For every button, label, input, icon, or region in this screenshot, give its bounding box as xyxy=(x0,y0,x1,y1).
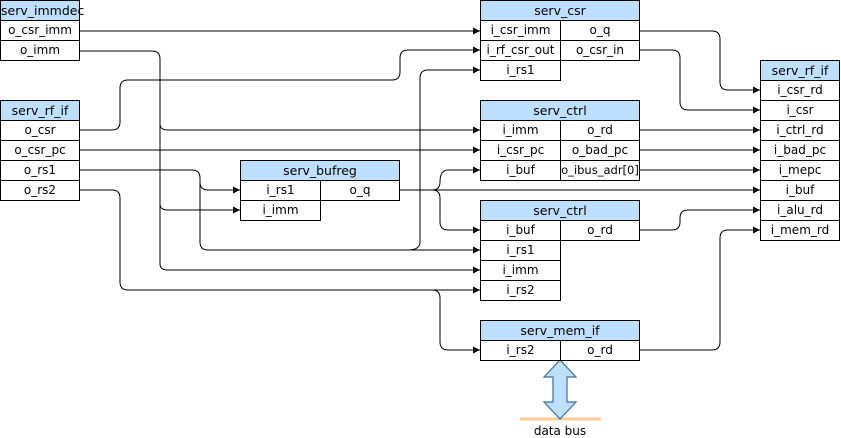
wire-csr-q xyxy=(640,30,760,94)
wire-rs1-to-csr xyxy=(407,66,480,251)
port-ctrl2-i-rs2: i_rs2 xyxy=(480,280,561,301)
wire-rs2-to-mem xyxy=(431,289,480,354)
port-bufreg-o-q: o_q xyxy=(320,180,400,201)
wire-rs1-fanout xyxy=(80,169,480,254)
port-ctrl1-o-ibus-adr: o_ibus_adr[0] xyxy=(560,160,640,181)
wire-rf-csr-out xyxy=(80,46,480,131)
wire-q-to-ctrl1 xyxy=(431,166,480,191)
port-csr-i-rf-csr-out: i_rf_csr_out xyxy=(480,40,561,61)
wire-imm-to-ctrl xyxy=(159,123,480,134)
port-bufreg-i-rs1: i_rs1 xyxy=(240,180,321,201)
serv-csr-block: serv_csr i_csr_imm o_q i_rf_csr_out o_cs… xyxy=(480,0,640,81)
serv-ctrl-1-title: serv_ctrl xyxy=(480,100,640,121)
port-i-mepc: i_mepc xyxy=(760,160,840,181)
wire-imm-fanout xyxy=(80,50,480,274)
port-ctrl1-i-buf: i_buf xyxy=(480,160,561,181)
port-o-csr: o_csr xyxy=(0,120,80,141)
port-ctrl1-i-csr-pc: i_csr_pc xyxy=(480,140,561,161)
port-csr-o-q: o_q xyxy=(560,20,640,41)
serv-mem-if-title: serv_mem_if xyxy=(480,320,640,341)
port-csr-i-rs1: i_rs1 xyxy=(480,60,561,81)
wire-csr-in xyxy=(640,49,760,114)
wire-mem-rd xyxy=(640,226,760,351)
serv-mem-if-block: serv_mem_if i_rs2 o_rd xyxy=(480,320,640,361)
port-mem-o-rd: o_rd xyxy=(560,340,640,361)
serv-rf-if-right-block: serv_rf_if i_csr_rd i_csr i_ctrl_rd i_ba… xyxy=(760,60,840,241)
port-ctrl2-i-imm: i_imm xyxy=(480,260,561,281)
serv-ctrl-1-block: serv_ctrl i_imm o_rd i_csr_pc o_bad_pc i… xyxy=(480,100,640,181)
port-i-alu-rd: i_alu_rd xyxy=(760,200,840,221)
port-o-rs2: o_rs2 xyxy=(0,180,80,201)
data-bus-label: data bus xyxy=(533,424,587,438)
serv-csr-title: serv_csr xyxy=(480,0,640,21)
port-i-csr-rd: i_csr_rd xyxy=(760,80,840,101)
port-mem-i-rs2: i_rs2 xyxy=(480,340,561,361)
port-i-bad-pc: i_bad_pc xyxy=(760,140,840,161)
serv-bufreg-title: serv_bufreg xyxy=(240,160,400,181)
serv-bufreg-block: serv_bufreg i_rs1 o_q i_imm xyxy=(240,160,400,221)
port-ctrl1-o-rd: o_rd xyxy=(560,120,640,141)
port-ctrl2-o-rd: o_rd xyxy=(560,220,640,241)
wire-ctrl2-rd xyxy=(640,206,760,231)
port-ctrl2-i-buf: i_buf xyxy=(480,220,561,241)
port-i-mem-rd: i_mem_rd xyxy=(760,220,840,241)
port-bufreg-i-imm: i_imm xyxy=(240,200,321,221)
serv-rf-if-left-block: serv_rf_if o_csr o_csr_pc o_rs1 o_rs2 xyxy=(0,100,80,201)
wire-imm-to-bufreg xyxy=(159,203,240,214)
port-ctrl1-o-bad-pc: o_bad_pc xyxy=(560,140,640,161)
serv-rf-if-right-title: serv_rf_if xyxy=(760,60,840,81)
wire-rs1-to-bufreg xyxy=(199,181,240,194)
port-o-csr-pc: o_csr_pc xyxy=(0,140,80,161)
wire-rs2-fanout xyxy=(80,189,480,294)
port-o-rs1: o_rs1 xyxy=(0,160,80,181)
port-i-ctrl-rd: i_ctrl_rd xyxy=(760,120,840,141)
port-ctrl2-i-rs1: i_rs1 xyxy=(480,240,561,261)
port-csr-i-csr-imm: i_csr_imm xyxy=(480,20,561,41)
serv-immdec-block: serv_immdec o_csr_imm o_imm xyxy=(0,0,84,61)
port-csr-o-csr-in: o_csr_in xyxy=(560,40,640,61)
serv-ctrl-2-title: serv_ctrl xyxy=(480,200,640,221)
port-ctrl1-i-imm: i_imm xyxy=(480,120,561,141)
port-o-imm: o_imm xyxy=(0,40,80,61)
port-o-csr-imm: o_csr_imm xyxy=(0,20,80,41)
serv-immdec-title: serv_immdec xyxy=(0,0,84,21)
port-i-csr: i_csr xyxy=(760,100,840,121)
port-i-buf: i_buf xyxy=(760,180,840,201)
serv-ctrl-2-block: serv_ctrl i_buf o_rd i_rs1 i_imm i_rs2 xyxy=(480,200,640,301)
serv-rf-if-left-title: serv_rf_if xyxy=(0,100,80,121)
data-bus-arrow xyxy=(542,359,578,420)
wire-q-to-ctrl2 xyxy=(431,189,480,234)
